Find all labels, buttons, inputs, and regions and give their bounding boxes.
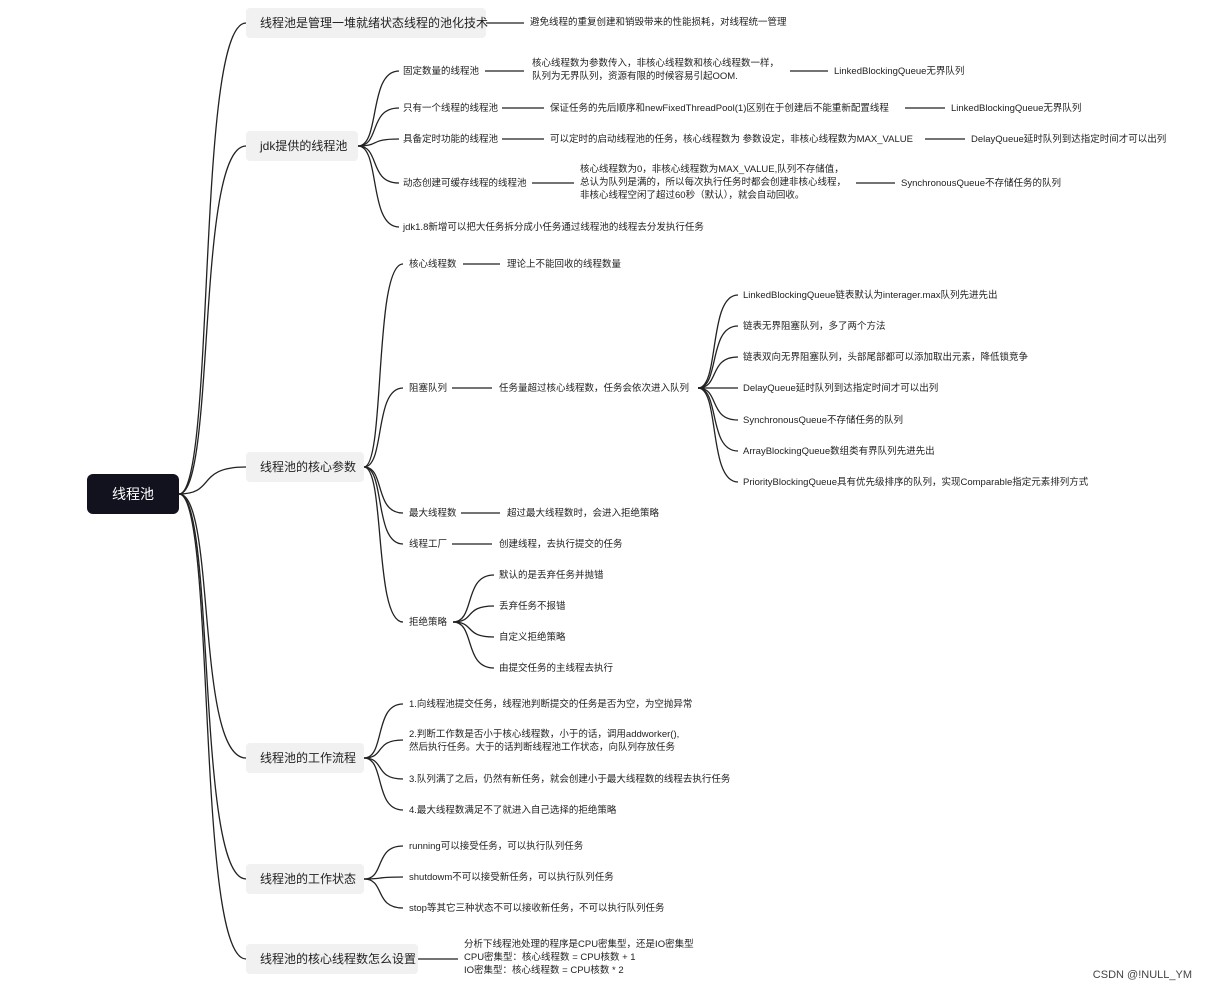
branch-connector [363,845,404,880]
jdk-pool-forkjoin: jdk1.8新增可以把大任务拆分成小任务通过线程池的线程去分发执行任务 [401,221,706,234]
pool-definition-note: 避免线程的重复创建和销毁带来的性能损耗，对线程统一管理 [528,16,789,29]
queue-connector [697,294,739,389]
branch-connector [363,387,404,468]
root-connector [178,493,247,759]
queue-type: PriorityBlockingQueue具有优先级排序的队列，实现Compar… [741,476,1091,489]
root-connector [178,466,247,495]
jdk-pool-fixed-desc: 核心线程数为参数传入，非核心线程数和核心线程数一样， 队列为无界队列，资源有限的… [530,57,782,83]
queue-connector [697,356,739,389]
workflow-step: 4.最大线程数满足不了就进入自己选择的拒绝策略 [407,804,619,817]
branch-connector [363,263,404,468]
branch-connector [363,739,404,759]
param-reject-policy: 拒绝策略 [407,616,450,629]
reject-connector [452,574,495,623]
reject-policy-item: 自定义拒绝策略 [497,631,568,644]
param-blocking-queue: 阻塞队列 [407,382,450,395]
jdk-pool-scheduled-desc: 可以定时的启动线程池的任务，核心线程数为 参数设定，非核心线程数为MAX_VAL… [548,133,915,146]
queue-connector [697,325,739,389]
branch-connector [357,145,400,184]
workflow-step: 2.判断工作数是否小于核心线程数，小于的话，调用addworker(), 然后执… [407,728,682,754]
reject-connector [452,605,495,623]
reject-policy-item: 默认的是丢弃任务并抛错 [497,569,606,582]
queue-type: DelayQueue延时队列到达指定时间才可以出列 [741,382,941,395]
branch-connector [363,757,404,811]
branch-connector [363,703,404,759]
reject-connector [452,621,495,669]
work-state: stop等其它三种状态不可以接收新任务，不可以执行队列任务 [407,902,667,915]
queue-type: ArrayBlockingQueue数组类有界队列先进先出 [741,445,937,458]
param-max-threads: 最大线程数 [407,507,459,520]
work-state: shutdowm不可以接受新任务，可以执行队列任务 [407,871,616,884]
param-core-threads: 核心线程数 [407,258,459,271]
branch-connector [363,757,404,780]
branch-connector [363,466,404,545]
queue-connector [697,387,739,421]
branch-connector [363,878,404,909]
root-connector [178,493,247,960]
param-blocking-queue-desc: 任务量超过核心线程数，任务会依次进入队列 [497,382,692,395]
jdk-pool-fixed: 固定数量的线程池 [401,65,482,78]
root-connector [178,493,247,880]
queue-type: 链表双向无界阻塞队列，头部尾部都可以添加取出元素，降低锁竞争 [741,351,1031,364]
jdk-pool-single-desc: 保证任务的先后顺序和newFixedThreadPool(1)区别在于创建后不能… [548,102,891,115]
branch-connector [357,138,400,147]
jdk-pool-single: 只有一个线程的线程池 [401,102,501,115]
jdk-pool-cached: 动态创建可缓存线程的线程池 [401,177,529,190]
branch-pool-definition[interactable]: 线程池是管理一堆就绪状态线程的池化技术 [246,8,488,38]
branch-core-params[interactable]: 线程池的核心参数 [246,452,364,482]
queue-type: LinkedBlockingQueue链表默认为interager.max队列先… [741,289,1000,302]
reject-policy-item: 丢弃任务不报错 [497,600,568,613]
jdk-pool-cached-queue: SynchronousQueue不存储任务的队列 [899,177,1063,190]
queue-type: 链表无界阻塞队列，多了两个方法 [741,320,888,333]
param-max-threads-desc: 超过最大线程数时，会进入拒绝策略 [505,507,662,520]
branch-connector [357,70,400,147]
param-core-threads-desc: 理论上不能回收的线程数量 [505,258,624,271]
jdk-pool-cached-desc: 核心线程数为0，非核心线程数为MAX_VALUE,队列不存储值， 总认为队列是满… [578,163,849,202]
root-connector [178,22,247,495]
work-state: running可以接受任务，可以执行队列任务 [407,840,586,853]
branch-workflow[interactable]: 线程池的工作流程 [246,743,364,773]
watermark: CSDN @!NULL_YM [1092,969,1192,981]
branch-connector [357,107,400,147]
core-thread-config-note: 分析下线程池处理的程序是CPU密集型，还是IO密集型 CPU密集型：核心线程数 … [462,938,696,977]
jdk-pool-fixed-queue: LinkedBlockingQueue无界队列 [832,65,967,78]
param-thread-factory: 线程工厂 [407,538,450,551]
workflow-step: 1.向线程池提交任务，线程池判断提交的任务是否为空，为空抛异常 [407,698,695,711]
branch-connector [363,466,404,623]
jdk-pool-scheduled: 具备定时功能的线程池 [401,133,501,146]
queue-type: SynchronousQueue不存储任务的队列 [741,414,905,427]
branch-core-thread-config[interactable]: 线程池的核心线程数怎么设置 [246,944,418,974]
jdk-pool-scheduled-queue: DelayQueue延时队列到达指定时间才可以出列 [969,133,1169,146]
root-connector [178,145,247,495]
root-node[interactable]: 线程池 [87,474,179,514]
jdk-pool-single-queue: LinkedBlockingQueue无界队列 [949,102,1084,115]
reject-policy-item: 由提交任务的主线程去执行 [497,662,616,675]
queue-connector [697,387,739,483]
branch-jdk-pools[interactable]: jdk提供的线程池 [246,131,358,161]
workflow-step: 3.队列满了之后，仍然有新任务，就会创建小于最大线程数的线程去执行任务 [407,773,733,786]
param-thread-factory-desc: 创建线程，去执行提交的任务 [497,538,625,551]
branch-connector [363,466,404,514]
branch-work-states[interactable]: 线程池的工作状态 [246,864,364,894]
branch-connector [357,145,400,228]
